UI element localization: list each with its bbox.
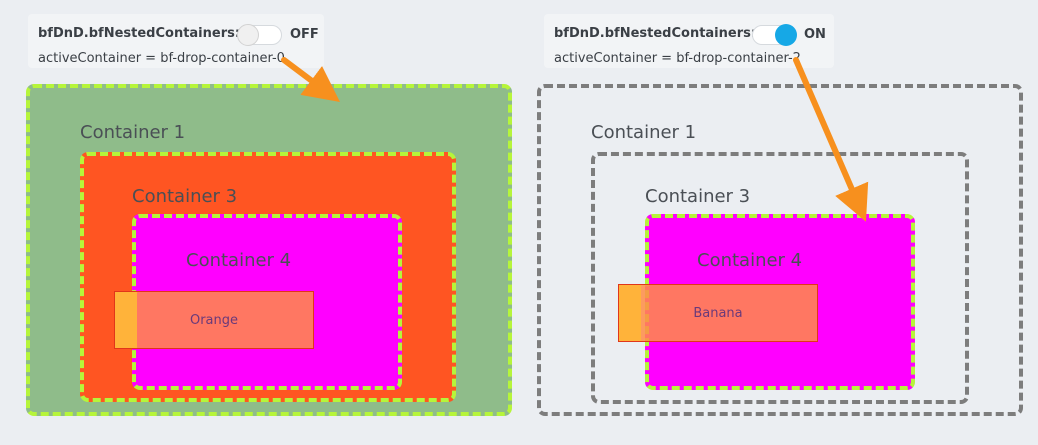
container-title: Container 3 xyxy=(645,186,751,207)
draggable-item-banana[interactable]: Banana xyxy=(618,284,818,342)
container-title: Container 4 xyxy=(186,250,292,271)
left-drop-container-3[interactable]: Container 3 Container 4 xyxy=(80,152,456,402)
container-title: Container 1 xyxy=(80,122,186,143)
toggle-knob xyxy=(237,24,259,46)
item-label: Orange xyxy=(189,312,239,328)
container-title: Container 4 xyxy=(697,250,803,271)
active-container-text: activeContainer = bf-drop-container-0 xyxy=(38,51,285,66)
left-options-panel: bfDnD.bfNestedContainers: OFF activeCont… xyxy=(28,14,324,68)
item-label: Banana xyxy=(693,305,743,321)
toggle-state-text: ON xyxy=(804,27,826,42)
right-drop-container-1[interactable]: Container 1 Container 3 Container 4 xyxy=(537,84,1023,416)
container-title: Container 1 xyxy=(591,122,697,143)
drag-handle[interactable] xyxy=(619,285,641,341)
nested-containers-toggle[interactable] xyxy=(752,24,797,46)
container-title: Container 3 xyxy=(132,186,238,207)
toggle-state-text: OFF xyxy=(290,27,319,42)
nested-containers-toggle[interactable] xyxy=(237,24,282,46)
active-container-text: activeContainer = bf-drop-container-2 xyxy=(554,51,801,66)
right-options-panel: bfDnD.bfNestedContainers: ON activeConta… xyxy=(544,14,834,68)
right-drop-container-3[interactable]: Container 3 Container 4 xyxy=(591,152,969,404)
nested-containers-label: bfDnD.bfNestedContainers: xyxy=(38,26,241,41)
draggable-item-orange[interactable]: Orange xyxy=(114,291,314,349)
drag-handle[interactable] xyxy=(115,292,137,348)
nested-containers-label: bfDnD.bfNestedContainers: xyxy=(554,26,757,41)
toggle-knob xyxy=(775,24,797,46)
left-drop-container-1[interactable]: Container 1 Container 3 Container 4 xyxy=(26,84,512,416)
